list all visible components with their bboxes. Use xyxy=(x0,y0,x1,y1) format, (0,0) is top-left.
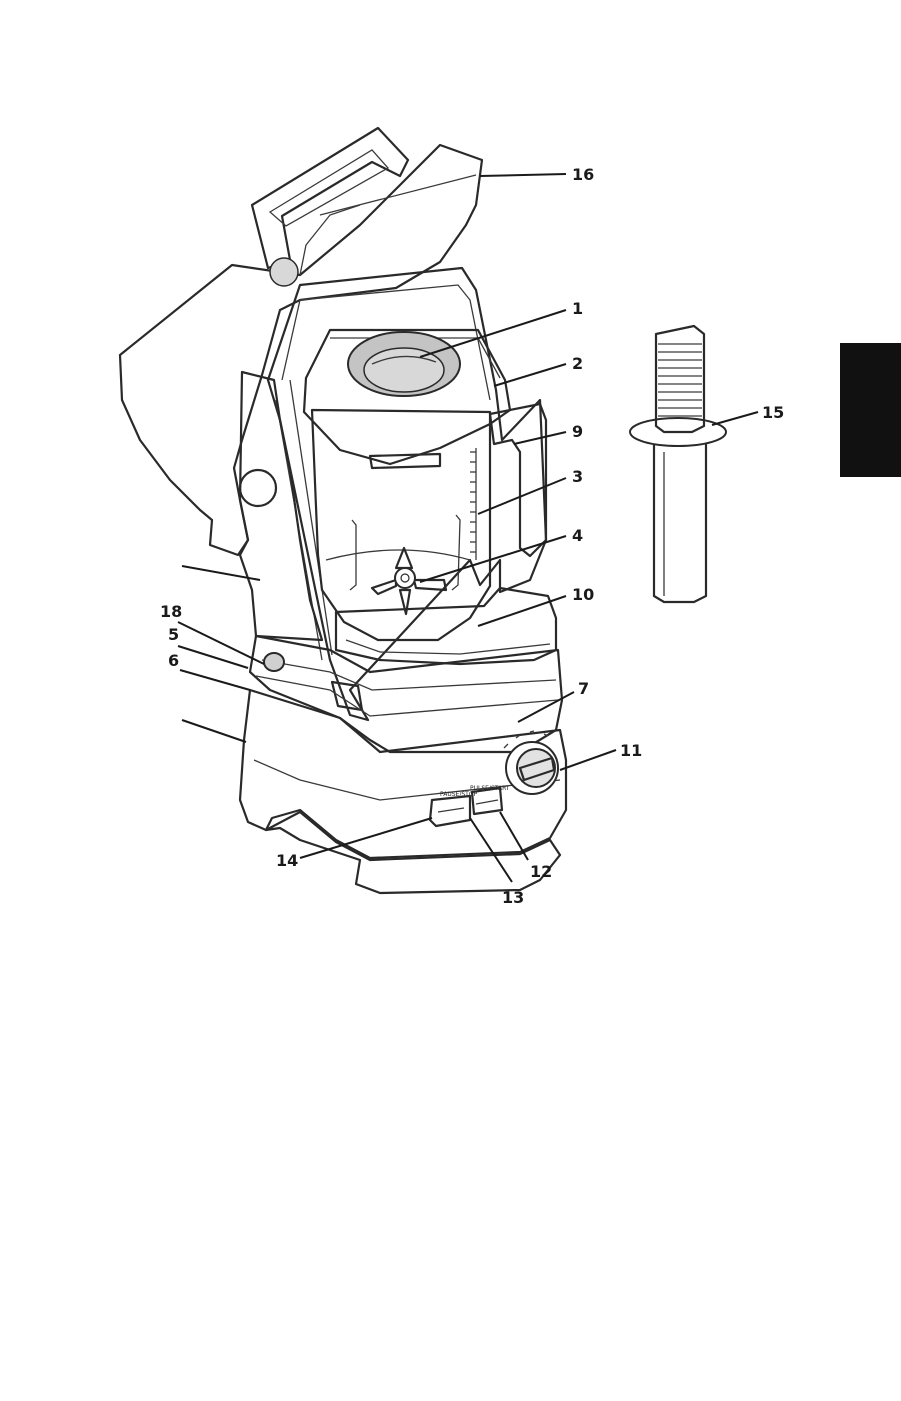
control-panel: PAUSE/STOP PULSE/START xyxy=(430,785,510,826)
callout-5: 5 xyxy=(168,625,179,644)
callout-13: 13 xyxy=(502,888,524,907)
callout-9: 9 xyxy=(572,422,583,441)
speed-dial[interactable] xyxy=(504,731,558,794)
lid xyxy=(304,330,510,468)
callout-11: 11 xyxy=(620,741,642,760)
callout-7: 7 xyxy=(578,679,589,698)
pause-stop-switch[interactable] xyxy=(430,796,470,826)
callout-18: 18 xyxy=(160,602,182,621)
lid-plug xyxy=(348,332,460,396)
leader-lines xyxy=(178,174,758,882)
centering-pad xyxy=(336,588,556,664)
reset-button[interactable] xyxy=(264,653,284,671)
callout-14: 14 xyxy=(276,851,298,870)
measurement-scale xyxy=(470,448,476,560)
callout-3: 3 xyxy=(572,467,583,486)
callout-2: 2 xyxy=(572,354,583,373)
callout-6: 6 xyxy=(168,651,179,670)
callout-4: 4 xyxy=(572,526,583,545)
callout-16: 16 xyxy=(572,165,594,184)
callout-15: 15 xyxy=(762,403,784,422)
callout-10: 10 xyxy=(572,585,594,604)
drive-spindle xyxy=(630,326,726,602)
callout-1: 1 xyxy=(572,299,583,318)
blade-assembly xyxy=(372,548,446,614)
callout-12: 12 xyxy=(530,862,552,881)
